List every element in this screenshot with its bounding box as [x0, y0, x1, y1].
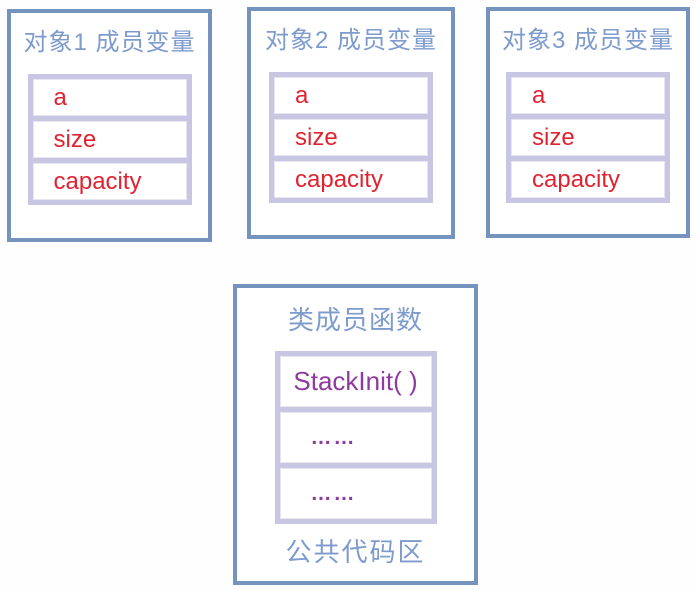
class-functions-title: 类成员函数: [287, 305, 423, 335]
member-row-size: size: [32, 121, 187, 158]
member-row-size: size: [511, 119, 665, 156]
member-row-a: a: [274, 77, 428, 114]
object3-box: 对象3 成员变量 a size capacity: [486, 7, 690, 238]
member-row-capacity: capacity: [274, 161, 428, 198]
function-row-ellipsis: ……: [279, 468, 432, 519]
object3-member-table: a size capacity: [506, 72, 670, 203]
member-row-capacity: capacity: [511, 161, 665, 198]
function-row-ellipsis: ……: [279, 412, 432, 463]
object1-box: 对象1 成员变量 a size capacity: [7, 9, 212, 242]
member-row-size: size: [274, 119, 428, 156]
member-row-a: a: [32, 79, 187, 116]
object2-title: 对象2 成员变量: [264, 27, 437, 54]
function-row-stackinit: StackInit( ): [279, 356, 432, 407]
member-row-capacity: capacity: [32, 163, 187, 200]
class-functions-table: StackInit( ) …… ……: [274, 351, 437, 524]
object1-title: 对象1 成员变量: [23, 29, 196, 56]
public-code-area-label: 公共代码区: [285, 537, 426, 567]
object2-box: 对象2 成员变量 a size capacity: [247, 7, 455, 239]
object1-member-table: a size capacity: [27, 74, 192, 205]
object3-title: 对象3 成员变量: [501, 27, 674, 54]
class-functions-box: 类成员函数 StackInit( ) …… …… 公共代码区: [233, 284, 478, 585]
object2-member-table: a size capacity: [269, 72, 433, 203]
member-row-a: a: [511, 77, 665, 114]
